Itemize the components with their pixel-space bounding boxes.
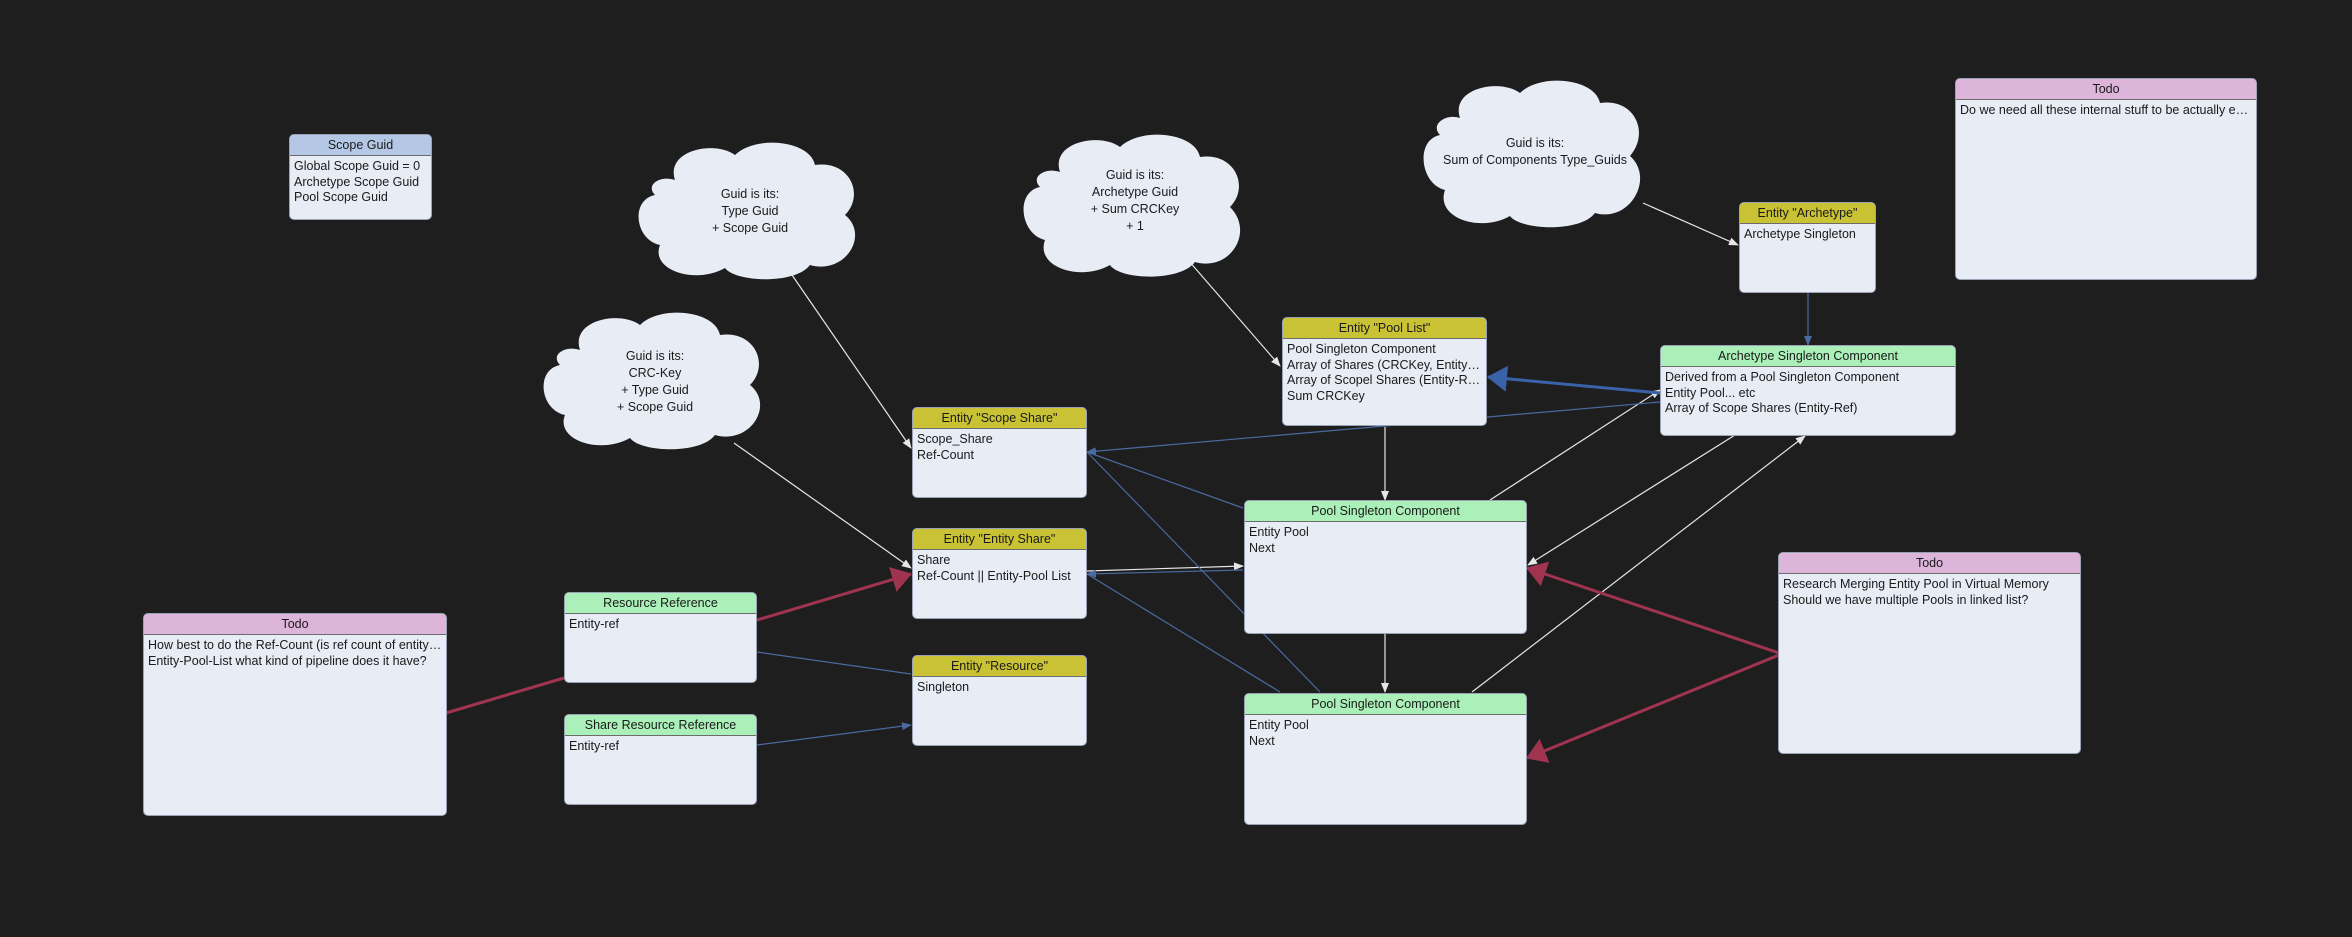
node-line: Pool Scope Guid [294, 190, 388, 204]
wire-archetype-singleton-to-pool-singleton-1 [1527, 434, 1736, 566]
node-header: Entity "Archetype" [1740, 203, 1875, 224]
node-line: Entity-ref [569, 739, 620, 753]
pool-singleton-node-2[interactable]: Pool Singleton Component Entity Pool Nex… [1244, 693, 1527, 825]
cloud-line: + Sum CRCKey [1090, 202, 1180, 216]
cloud-type-guid-note[interactable]: Guid is its: Type Guid + Scope Guid [635, 140, 865, 280]
node-header: Entity "Pool List" [1283, 318, 1486, 339]
node-line: Ref-Count [917, 447, 974, 462]
todo-left-node[interactable]: Todo How best to do the Ref-Count (is re… [143, 613, 447, 816]
node-line: Array of Scope Shares (Entity-Ref) [1665, 401, 1858, 415]
wire-cloud-components-to-archetype [1642, 202, 1739, 246]
node-header: Resource Reference [565, 593, 756, 614]
wire-entity-share-to-pool-singleton-1 [1086, 562, 1244, 572]
node-header: Share Resource Reference [565, 715, 756, 736]
cloud-components-guid-note[interactable]: Guid is its: Sum of Components Type_Guid… [1420, 78, 1650, 228]
entity-pool-list-node[interactable]: Entity "Pool List" Pool Singleton Compon… [1282, 317, 1487, 426]
archetype-singleton-node[interactable]: Archetype Singleton Component Derived fr… [1660, 345, 1956, 436]
node-line: Array of Shares (CRCKey, Entity-Ref) [1287, 357, 1482, 372]
todo-top-node[interactable]: Todo Do we need all these internal stuff… [1955, 78, 2257, 280]
node-header: Archetype Singleton Component [1661, 346, 1955, 367]
cloud-line: + 1 [1126, 219, 1144, 233]
node-line: Entity-ref [569, 617, 620, 631]
node-header: Pool Singleton Component [1245, 501, 1526, 522]
wire-archetype-singleton-to-pool-list [1487, 365, 1661, 395]
node-line: Sum CRCKey [1287, 388, 1365, 403]
wire-pool-singleton-1-to-scope-share [1086, 451, 1244, 509]
cloud-line: + Scope Guid [711, 221, 789, 235]
cloud-line: + Type Guid [621, 383, 689, 397]
cloud-crc-guid-note[interactable]: Guid is its: CRC-Key + Type Guid + Scope… [540, 310, 770, 450]
wire-todo-right-to-pool-singleton-2 [1526, 653, 1780, 763]
cloud-line: Guid is its: [1105, 168, 1165, 182]
node-header: Todo [144, 614, 446, 635]
entity-resource-node[interactable]: Entity "Resource" Singleton [912, 655, 1087, 746]
cloud-line: Guid is its: [1505, 136, 1565, 150]
node-line: Entity Pool... etc [1665, 385, 1756, 400]
entity-scope-share-node[interactable]: Entity "Scope Share" Scope_Share Ref-Cou… [912, 407, 1087, 498]
cloud-line: Guid is its: [625, 349, 685, 363]
node-line: Global Scope Guid = 0 [294, 159, 421, 173]
share-resource-reference-node[interactable]: Share Resource Reference Entity-ref [564, 714, 757, 805]
node-header: Scope Guid [290, 135, 431, 156]
node-header: Entity "Entity Share" [913, 529, 1086, 550]
node-line: Research Merging Entity Pool in Virtual … [1783, 577, 2049, 591]
cloud-line: Guid is its: [720, 187, 780, 201]
cloud-line: + Scope Guid [616, 400, 694, 414]
node-line: Scope_Share [917, 432, 993, 446]
node-line: Do we need all these internal stuff to b… [1960, 103, 2252, 117]
todo-right-node[interactable]: Todo Research Merging Entity Pool in Vir… [1778, 552, 2081, 754]
node-line: Entity Pool [1249, 525, 1309, 539]
wire-todo-left-to-resource-reference [445, 676, 565, 715]
wire-pool-singleton-2-to-archetype-singleton [1471, 435, 1806, 693]
wire-resource-ref-to-entity-resource [756, 651, 912, 675]
entity-entity-share-node[interactable]: Entity "Entity Share" Share Ref-Count ||… [912, 528, 1087, 619]
pool-singleton-node-1[interactable]: Pool Singleton Component Entity Pool Nex… [1244, 500, 1527, 634]
resource-reference-node[interactable]: Resource Reference Entity-ref [564, 592, 757, 683]
cloud-line: Type Guid [721, 204, 779, 218]
wire-pool-singleton-1-to-entity-share [1086, 569, 1244, 578]
node-line: Next [1249, 540, 1275, 555]
wire-cloud-typeguid-to-scope-share [791, 274, 912, 449]
wire-cloud-crc-to-entity-share [733, 442, 912, 569]
node-header: Todo [1956, 79, 2256, 100]
cloud-shape [1423, 80, 1641, 228]
node-line: Singleton [917, 680, 970, 694]
wire-resource-reference-to-entity-share [756, 566, 912, 622]
node-line: Next [1249, 733, 1275, 748]
cloud-shape [638, 142, 856, 280]
node-header: Entity "Resource" [913, 656, 1086, 677]
node-header: Todo [1779, 553, 2080, 574]
node-line: Entity-Pool-List what kind of pipeline d… [148, 653, 427, 668]
wire-todo-right-to-pool-singleton-1 [1526, 561, 1780, 655]
cloud-archetype-guid-note[interactable]: Guid is its: Archetype Guid + Sum CRCKey… [1020, 132, 1250, 277]
node-line: Entity Pool [1249, 718, 1309, 732]
entity-archetype-node[interactable]: Entity "Archetype" Archetype Singleton [1739, 202, 1876, 293]
node-line: Ref-Count || Entity-Pool List [917, 568, 1071, 583]
node-line: Derived from a Pool Singleton Component [1665, 370, 1900, 384]
node-line: How best to do the Ref-Count (is ref cou… [148, 638, 442, 652]
cloud-line: Sum of Components Type_Guids [1443, 153, 1627, 167]
wire-cloud-archetype-to-pool-list [1187, 259, 1281, 367]
wire-archetype-singleton-to-scope-share [1086, 401, 1661, 456]
node-line: Share [917, 553, 951, 567]
wire-pool-singleton-2-to-scope-share [1086, 451, 1321, 693]
node-line: Archetype Singleton [1744, 227, 1856, 241]
wire-pool-singleton-2-to-entity-share [1086, 573, 1281, 693]
node-line: Archetype Scope Guid [294, 174, 420, 189]
node-header: Pool Singleton Component [1245, 694, 1526, 715]
node-line: Should we have multiple Pools in linked … [1783, 592, 2029, 607]
wire-pool-singleton-1-to-archetype-singleton [1489, 389, 1661, 501]
cloud-shape [1023, 134, 1241, 277]
scope-guid-node[interactable]: Scope Guid Global Scope Guid = 0 Archety… [289, 134, 432, 220]
cloud-line: CRC-Key [628, 366, 682, 380]
node-header: Entity "Scope Share" [913, 408, 1086, 429]
wire-share-resource-ref-to-entity-resource [756, 722, 912, 746]
cloud-line: Archetype Guid [1091, 185, 1179, 199]
node-line: Pool Singleton Component [1287, 342, 1436, 356]
cloud-shape [543, 312, 761, 450]
node-line: Array of Scopel Shares (Entity-Ref) [1287, 373, 1482, 387]
